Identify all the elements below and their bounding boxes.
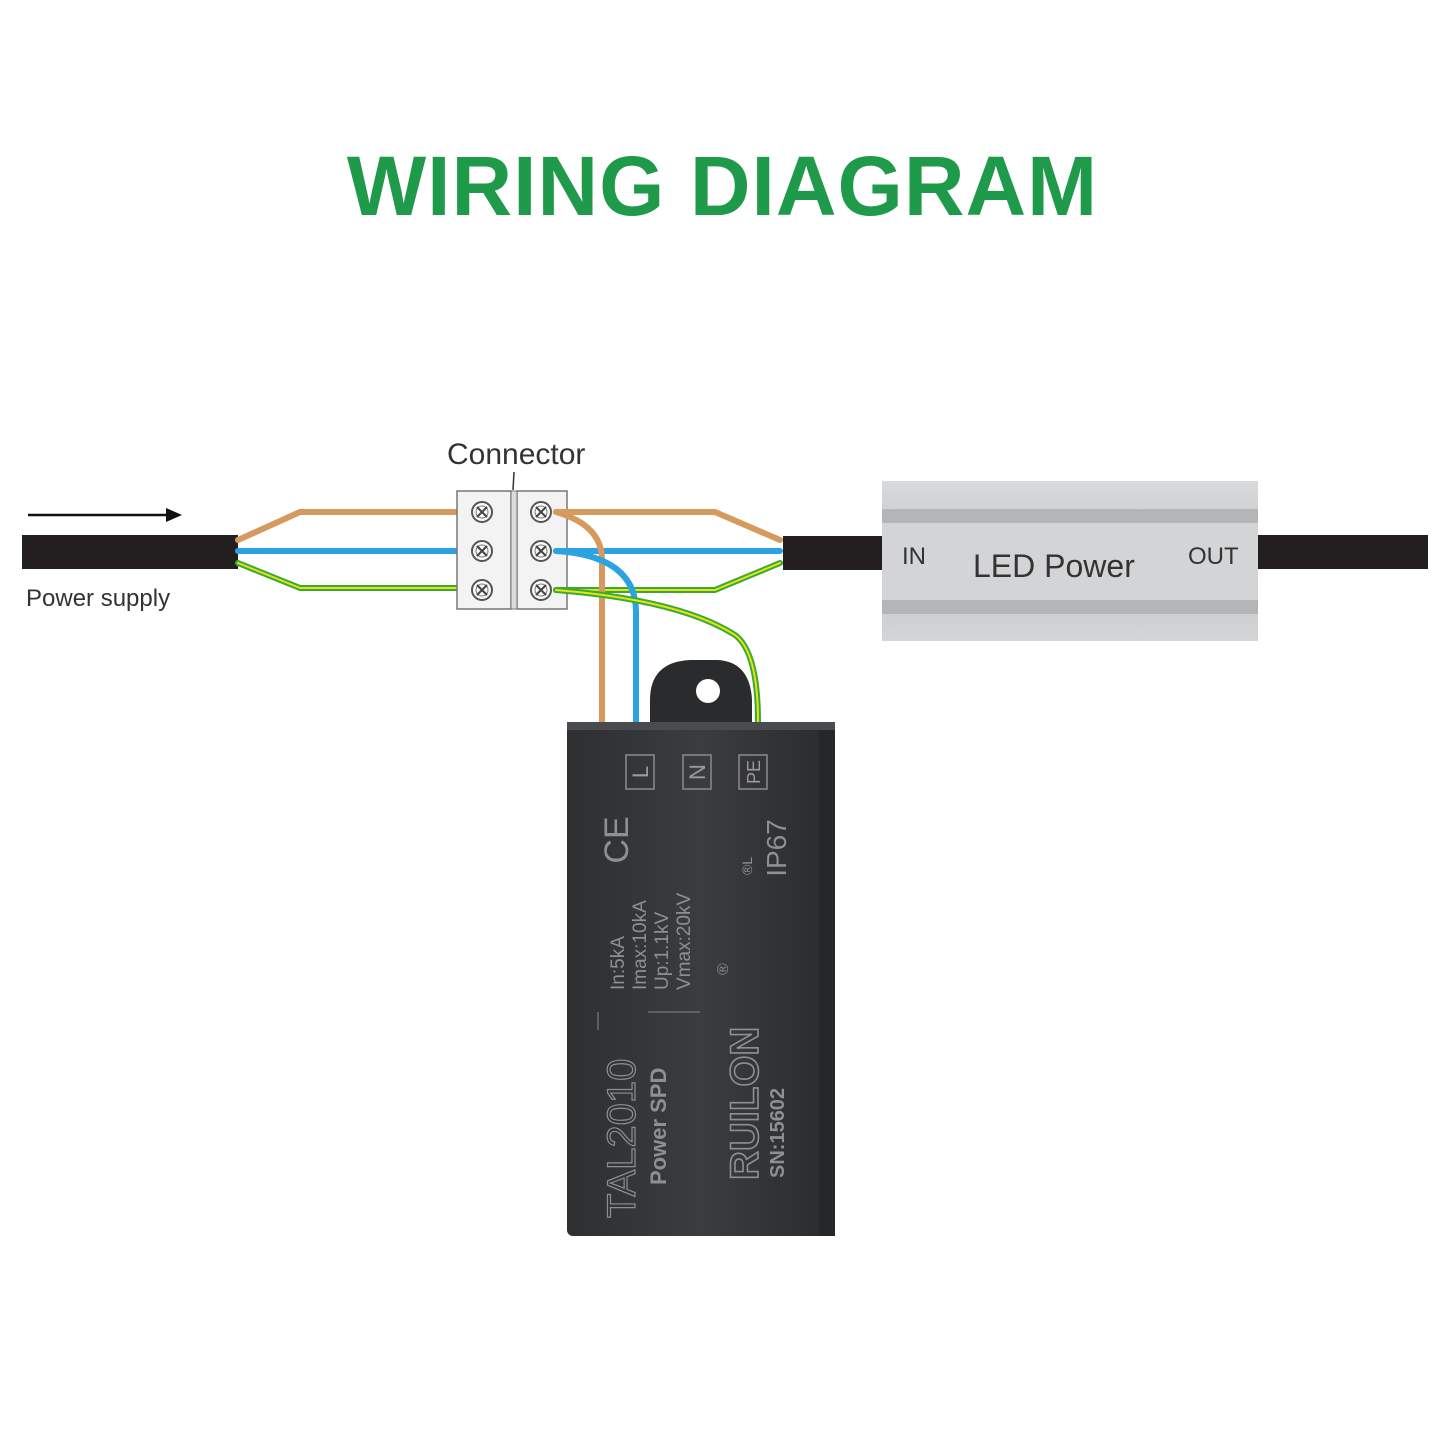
- serial-number: SN:15602: [767, 1088, 789, 1178]
- screw-icon: [530, 501, 552, 523]
- led-out-label: OUT: [1188, 543, 1239, 570]
- screw-icon: [471, 501, 493, 523]
- ip-rating: IP67: [761, 819, 792, 877]
- input-cable: [22, 535, 238, 569]
- screw-icon: [530, 579, 552, 601]
- spd-device: [567, 660, 835, 1236]
- brand-registered: ®: [715, 963, 732, 975]
- page-title: WIRING DIAGRAM: [346, 139, 1099, 233]
- model-number: TAL2010: [600, 1059, 644, 1218]
- brand-logo: RUILON: [723, 1027, 767, 1180]
- terminal-n: N: [685, 764, 710, 780]
- wires-to-spd: [553, 509, 761, 725]
- spec-in: In:5kA: [608, 936, 629, 990]
- screw-icon: [530, 540, 552, 562]
- power-supply-label: Power supply: [26, 585, 170, 612]
- arrow-right-icon: [28, 508, 182, 522]
- screw-icon: [471, 540, 493, 562]
- connector-label: Connector: [447, 438, 585, 471]
- ce-mark: CE: [598, 816, 636, 863]
- wires-left: [235, 509, 473, 591]
- terminal-l: L: [628, 766, 653, 778]
- led-power-unit: [882, 481, 1258, 641]
- ul-mark: ®L: [739, 857, 755, 875]
- wires-right: [553, 509, 783, 593]
- led-power-label: LED Power: [973, 548, 1135, 584]
- terminal-pe: PE: [744, 760, 764, 784]
- screw-terminals: [471, 501, 552, 601]
- device-markings: CE ®L IP67 In:5kA Imax:10kA Up:1.1kV Vma…: [597, 816, 792, 1219]
- screw-icon: [471, 579, 493, 601]
- spec-up: Up:1.1kV: [652, 912, 673, 990]
- spec-vmax: Vmax:20kV: [674, 893, 695, 990]
- terminal-labels: L N PE: [625, 754, 768, 790]
- led-output-cable: [1257, 535, 1428, 569]
- spec-imax: Imax:10kA: [630, 900, 651, 990]
- led-input-cable: [783, 536, 883, 570]
- product-name: Power SPD: [646, 1068, 671, 1185]
- led-in-label: IN: [902, 543, 926, 570]
